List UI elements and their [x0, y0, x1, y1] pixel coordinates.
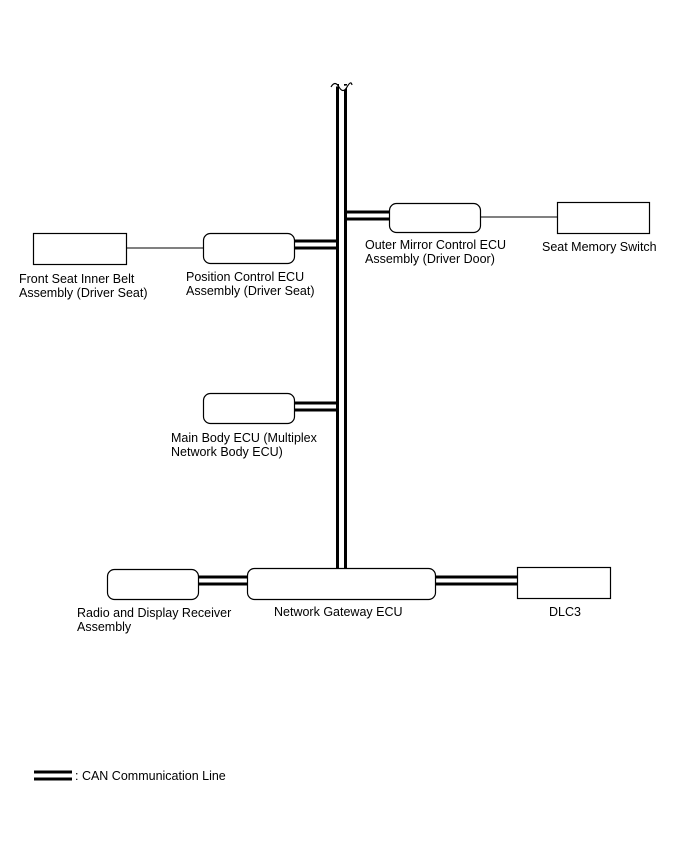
can-branch-outer-mirror [344, 210, 390, 221]
dlc3-label: DLC3 [549, 605, 581, 619]
radio-display-receiver-label-1: Radio and Display Receiver [77, 606, 232, 620]
seat-memory-switch-box [556, 201, 651, 235]
main-body-ecu-label-2: Network Body ECU) [171, 445, 283, 459]
main-body-ecu-box [202, 392, 296, 425]
can-branch-main-body [294, 401, 339, 412]
can-trunk [330, 82, 353, 570]
outer-mirror-ecu-box [388, 202, 482, 234]
front-seat-inner-belt-box [32, 232, 128, 266]
main-body-ecu-label-1: Main Body ECU (Multiplex [171, 431, 317, 445]
can-branch-radio [197, 575, 248, 586]
can-branch-position-control [294, 239, 339, 250]
trunk-break-mark [330, 82, 353, 92]
can-branch-dlc3 [435, 575, 518, 586]
radio-display-receiver-label-2: Assembly [77, 620, 132, 634]
dlc3-box [516, 566, 612, 600]
position-control-ecu-box [202, 232, 296, 265]
front-seat-inner-belt-label-1: Front Seat Inner Belt [19, 272, 135, 286]
front-seat-inner-belt-label-2: Assembly (Driver Seat) [19, 286, 148, 300]
legend-can-line-label: : CAN Communication Line [75, 769, 226, 783]
outer-mirror-ecu-label-1: Outer Mirror Control ECU [365, 238, 506, 252]
position-control-ecu-label-2: Assembly (Driver Seat) [186, 284, 315, 298]
network-gateway-ecu-label: Network Gateway ECU [274, 605, 403, 619]
outer-mirror-ecu-label-2: Assembly (Driver Door) [365, 252, 495, 266]
radio-display-receiver-box [106, 568, 200, 601]
legend-can-line-symbol [34, 770, 72, 781]
position-control-ecu-label-1: Position Control ECU [186, 270, 305, 284]
seat-memory-switch-label: Seat Memory Switch [542, 240, 657, 254]
network-gateway-ecu-box [246, 567, 437, 601]
